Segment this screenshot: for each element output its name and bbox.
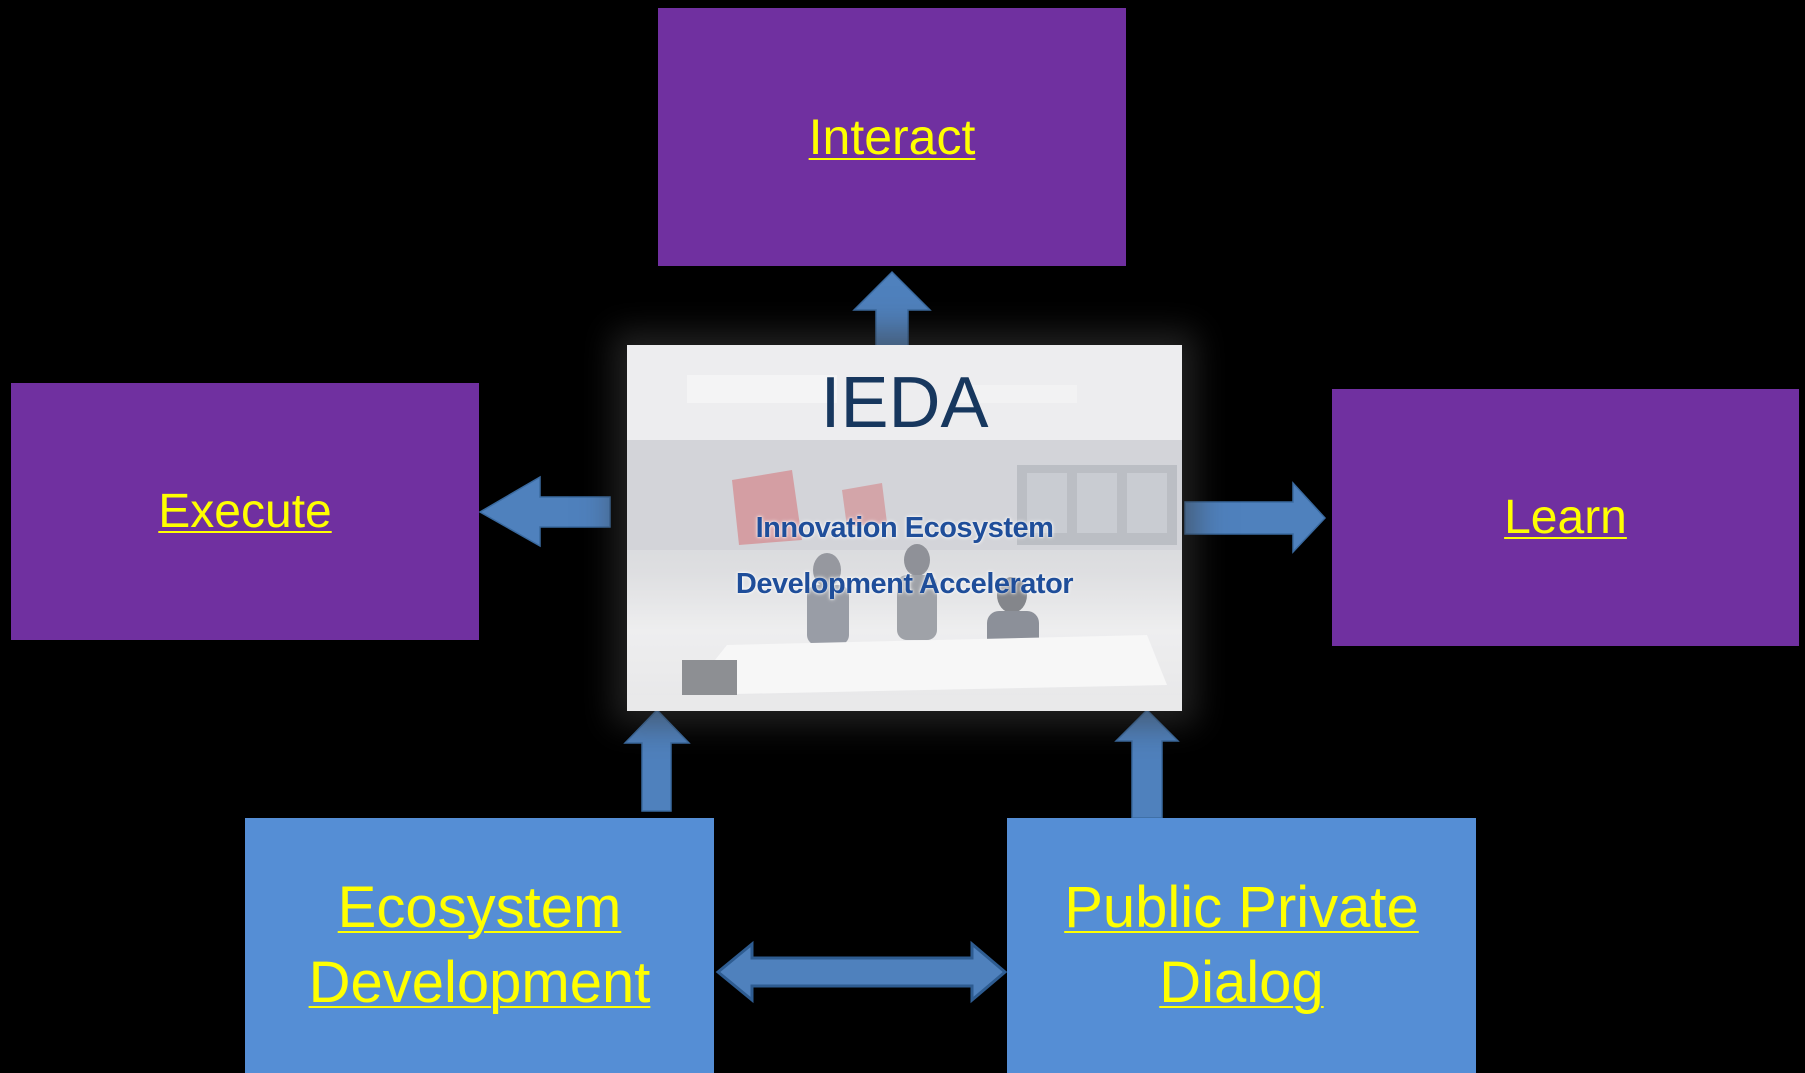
public-private-dialog-line2: Dialog: [1159, 949, 1324, 1015]
execute-box: Execute: [11, 383, 479, 640]
ecosystem-development-link[interactable]: Ecosystem Development: [309, 871, 651, 1019]
ecosystem-development-line2: Development: [308, 949, 651, 1015]
public-private-dialog-box: Public Private Dialog: [1007, 818, 1476, 1073]
ieda-subtitle-line2: Development Accelerator: [735, 568, 1074, 600]
classroom-photo: [627, 345, 1182, 711]
public-private-dialog-line1: Public Private: [1064, 875, 1419, 941]
arrow-from-public-private-dialog: [1114, 708, 1180, 819]
arrow-to-learn: [1184, 481, 1327, 554]
ieda-subtitle-line1: Innovation Ecosystem: [755, 512, 1054, 544]
arrow-to-execute: [478, 475, 611, 548]
learn-link[interactable]: Learn: [1504, 490, 1627, 544]
double-arrow-bottom: [715, 940, 1008, 1004]
interact-link[interactable]: Interact: [808, 109, 976, 165]
arrow-from-ecosystem-development: [623, 708, 691, 812]
classroom-photo-art: [627, 345, 1182, 711]
execute-link[interactable]: Execute: [158, 484, 332, 538]
ieda-center-panel: IEDA Innovation Ecosystem Development Ac…: [627, 345, 1182, 711]
photo-veil: [627, 345, 1182, 711]
ecosystem-development-box: Ecosystem Development: [245, 818, 714, 1073]
ieda-title: IEDA: [820, 363, 989, 443]
arrow-to-interact: [852, 270, 932, 353]
ecosystem-development-line1: Ecosystem: [337, 875, 622, 941]
interact-box: Interact: [658, 8, 1126, 266]
public-private-dialog-link[interactable]: Public Private Dialog: [1064, 871, 1419, 1019]
learn-box: Learn: [1332, 389, 1799, 646]
